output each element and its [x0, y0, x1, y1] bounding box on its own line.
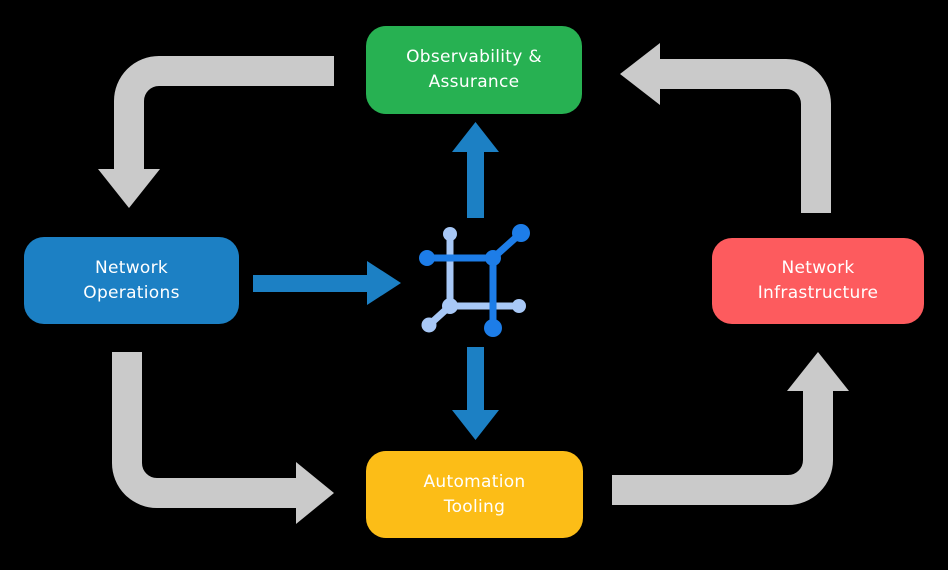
network-fabric-icon [419, 224, 530, 337]
cycle-arrow-infrastructure-to-observability [620, 43, 831, 213]
cycle-arrow-automation-to-infrastructure [612, 352, 849, 505]
node-network-operations-label: Network Operations [83, 257, 180, 303]
node-network-infrastructure-label: Network Infrastructure [757, 258, 879, 303]
node-observability-assurance-label: Observability & Assurance [406, 47, 542, 92]
flow-arrow-operations-to-icon [253, 261, 401, 305]
node-network-operations: Network Operations [24, 237, 239, 324]
node-observability-assurance: Observability & Assurance [366, 26, 582, 114]
node-automation-tooling: Automation Tooling [366, 451, 583, 538]
node-network-infrastructure: Network Infrastructure [712, 238, 924, 324]
cycle-arrow-observability-to-operations [98, 56, 334, 208]
flow-arrow-icon-to-automation [452, 347, 499, 440]
cycle-arrow-operations-to-automation [112, 352, 334, 524]
node-automation-tooling-label: Automation Tooling [423, 471, 526, 517]
flow-arrow-icon-to-observability [452, 122, 499, 218]
